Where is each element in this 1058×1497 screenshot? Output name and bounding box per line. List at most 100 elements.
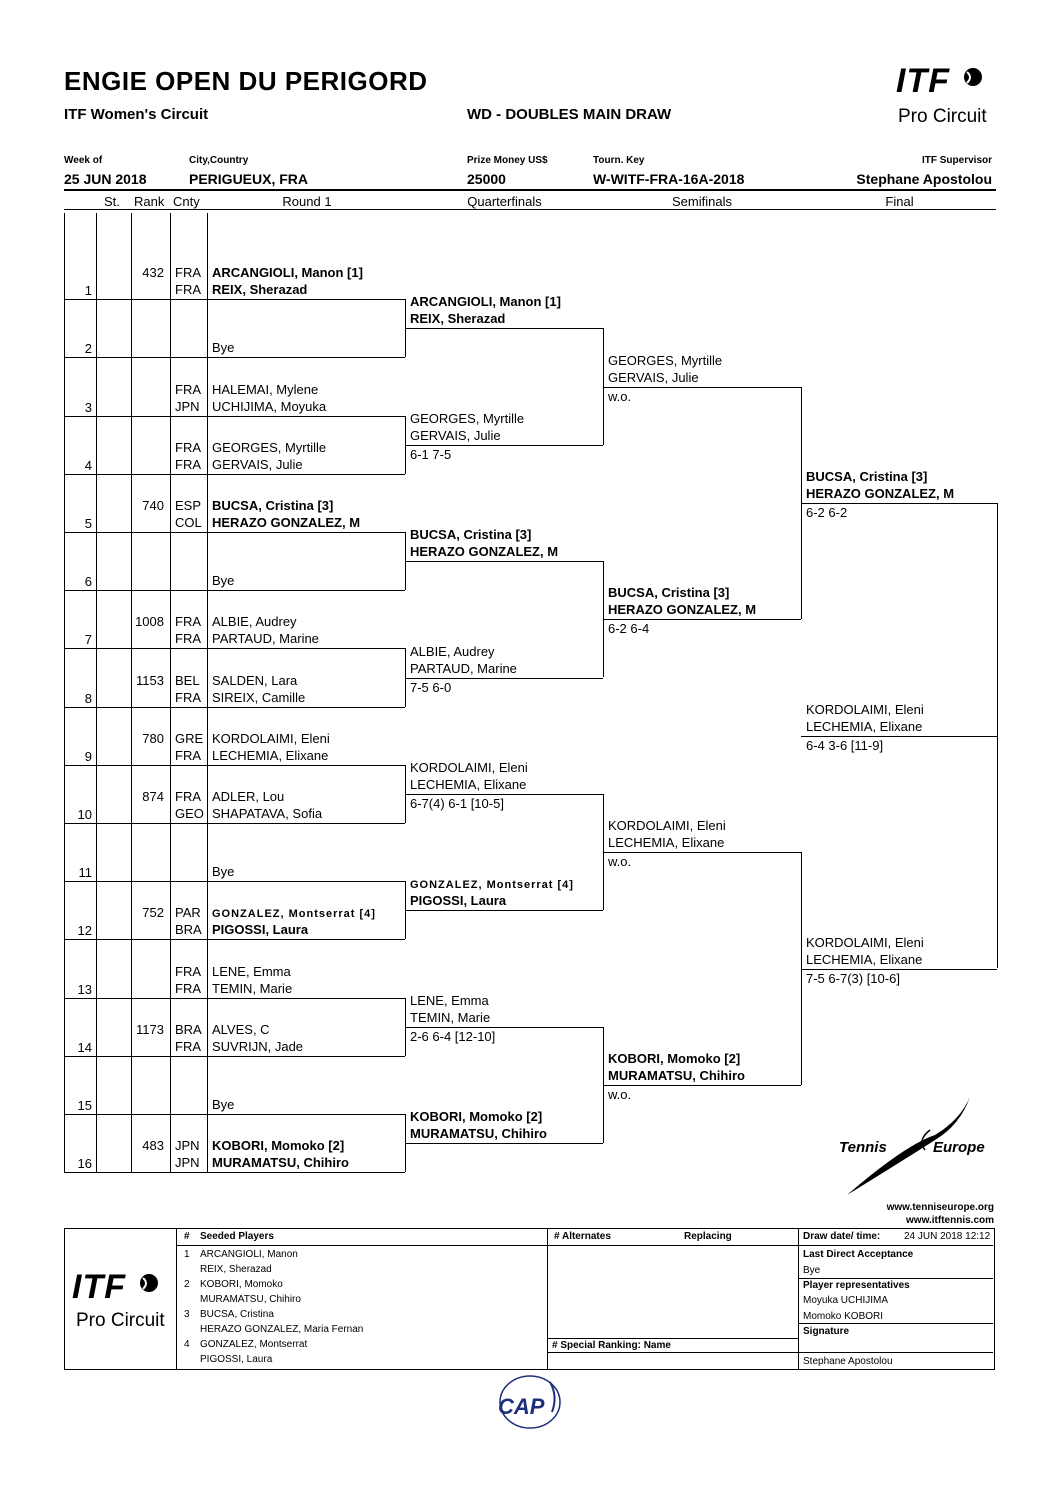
sf-connector	[603, 1026, 604, 1144]
footer-special-rule-top	[548, 1338, 799, 1339]
seed-rank: 1008	[135, 614, 164, 630]
country-code: GEO	[175, 806, 204, 821]
footer-tennis-ball-icon	[140, 1274, 158, 1292]
player-name: TEMIN, Marie	[212, 980, 293, 996]
sf-player: GEORGES, Myrtille	[608, 352, 723, 368]
draw-row-rule	[64, 1055, 405, 1057]
country-code: FRA	[175, 381, 201, 397]
sf-score: w.o.	[608, 388, 632, 404]
draw-position-6: 6	[84, 574, 92, 590]
draw-position-9: 9	[84, 748, 92, 764]
grid-vline	[131, 213, 132, 1173]
player-name: Bye	[212, 864, 235, 880]
draw-row-rule	[64, 299, 405, 301]
qf-player: KORDOLAIMI, Eleni	[410, 759, 528, 775]
final-player: BUCSA, Cristina [3]	[806, 468, 928, 484]
country-code: FRA	[175, 963, 201, 979]
winner-score: 6-4 3-6 [11-9]	[806, 737, 884, 753]
draw-row-rule	[64, 881, 405, 883]
draw-row-rule	[64, 1172, 405, 1174]
key-label: Tourn. Key	[593, 155, 645, 166]
draw-row-rule	[64, 997, 405, 999]
player-name: SHAPATAVA, Sofia	[212, 806, 323, 821]
qf-line	[405, 677, 603, 679]
city-value: PERIGUEUX, FRA	[189, 171, 309, 187]
qf-line	[405, 444, 603, 446]
player-name: GEORGES, Myrtille	[212, 439, 327, 455]
seed-player: PIGOSSI, Laura	[200, 1354, 273, 1365]
draw-row-rule	[64, 706, 405, 708]
qf-line	[405, 1026, 603, 1028]
country-code: PAR	[175, 905, 201, 921]
final-player: HERAZO GONZALEZ, M	[806, 485, 955, 501]
seed-player: GONZALEZ, Montserrat	[200, 1339, 308, 1350]
player-name: LECHEMIA, Elixane	[212, 747, 329, 763]
qf-line	[405, 561, 603, 563]
sf-player: KOBORI, Momoko [2]	[608, 1050, 741, 1066]
seeded-title: Seeded Players	[200, 1231, 274, 1242]
prize-label: Prize Money US$	[467, 155, 548, 166]
seed-player: ARCANGIOLI, Manon	[200, 1249, 298, 1260]
country-code: FRA	[175, 789, 201, 804]
draw-name: WD - DOUBLES MAIN DRAW	[467, 106, 672, 123]
supervisor-label: ITF Supervisor	[921, 155, 992, 166]
seed-rank: 432	[142, 265, 164, 281]
player-name: HERAZO GONZALEZ, M	[212, 515, 361, 530]
sf-line	[603, 619, 801, 621]
key-value: W-WITF-FRA-16A-2018	[593, 171, 745, 187]
tennis-europe-a: Tennis	[839, 1139, 887, 1156]
final-score: 7-5 6-7(3) [10-6]	[806, 970, 900, 986]
country-code: COL	[175, 515, 202, 530]
seed-rank: 752	[142, 905, 164, 921]
sf-line	[603, 386, 801, 388]
player-name: Bye	[212, 573, 235, 589]
qf-connector	[405, 299, 406, 358]
sf-score: w.o.	[608, 1086, 632, 1102]
seed-player: REIX, Sherazad	[200, 1264, 272, 1275]
qf-player: ARCANGIOLI, Manon [1]	[410, 294, 561, 310]
seed-rank: 1173	[136, 1021, 164, 1037]
itf-logo: ITF Pro Circuit	[890, 62, 1000, 132]
url-tenniseurope[interactable]: www.tenniseurope.org	[886, 1202, 994, 1213]
footer-seed-rule	[177, 1245, 548, 1246]
signature-value: Stephane Apostolou	[803, 1356, 893, 1367]
player-name: ALVES, C	[212, 1021, 270, 1037]
qf-player: LECHEMIA, Elixane	[410, 776, 527, 792]
seed-player: HERAZO GONZALEZ, Maria Fernan	[200, 1324, 364, 1335]
qf-line	[405, 328, 603, 330]
qf-player: BUCSA, Cristina [3]	[410, 527, 532, 543]
column-header-rule	[64, 209, 996, 210]
grid-vline	[96, 213, 97, 1173]
qf-player: GONZALEZ, Montserrat [4]	[410, 879, 574, 892]
sf-score: 6-2 6-4	[608, 621, 650, 637]
draw-row-rule	[64, 823, 405, 824]
player-name: PIGOSSI, Laura	[212, 922, 309, 938]
final-player: KORDOLAIMI, Eleni	[806, 934, 924, 950]
itf-logo-text: ITF	[896, 62, 950, 100]
cap-logo-text: CAP	[498, 1394, 545, 1419]
player-name: ARCANGIOLI, Manon [1]	[212, 265, 363, 281]
qf-player: KOBORI, Momoko [2]	[410, 1109, 543, 1125]
draw-position-11: 11	[78, 865, 93, 881]
qf-player: ALBIE, Audrey	[410, 643, 495, 659]
sf-connector	[603, 561, 604, 678]
player-name: BUCSA, Cristina [3]	[212, 498, 334, 513]
sf-player: HERAZO GONZALEZ, M	[608, 602, 757, 618]
seed-number: 2	[184, 1279, 190, 1290]
url-itftennis[interactable]: www.itftennis.com	[906, 1215, 994, 1226]
tennis-europe-b: Europe	[933, 1139, 985, 1156]
country-code: JPN	[175, 1155, 200, 1171]
final-line	[801, 502, 997, 504]
draw-position-4: 4	[84, 457, 92, 473]
draw-row-rule	[64, 764, 405, 766]
qf-line	[405, 793, 603, 795]
country-code: FRA	[175, 1038, 201, 1054]
cap-logo: CAP	[492, 1372, 564, 1432]
player-name: SUVRIJN, Jade	[212, 1038, 304, 1054]
qf-player: MURAMATSU, Chihiro	[410, 1126, 547, 1142]
lda-label: Last Direct Acceptance	[803, 1249, 914, 1260]
player-name: REIX, Sherazad	[212, 282, 308, 298]
footer-pro-circuit: Pro Circuit	[76, 1310, 165, 1331]
qf-player: GEORGES, Myrtille	[410, 410, 525, 426]
footer-divider-1	[176, 1228, 177, 1369]
